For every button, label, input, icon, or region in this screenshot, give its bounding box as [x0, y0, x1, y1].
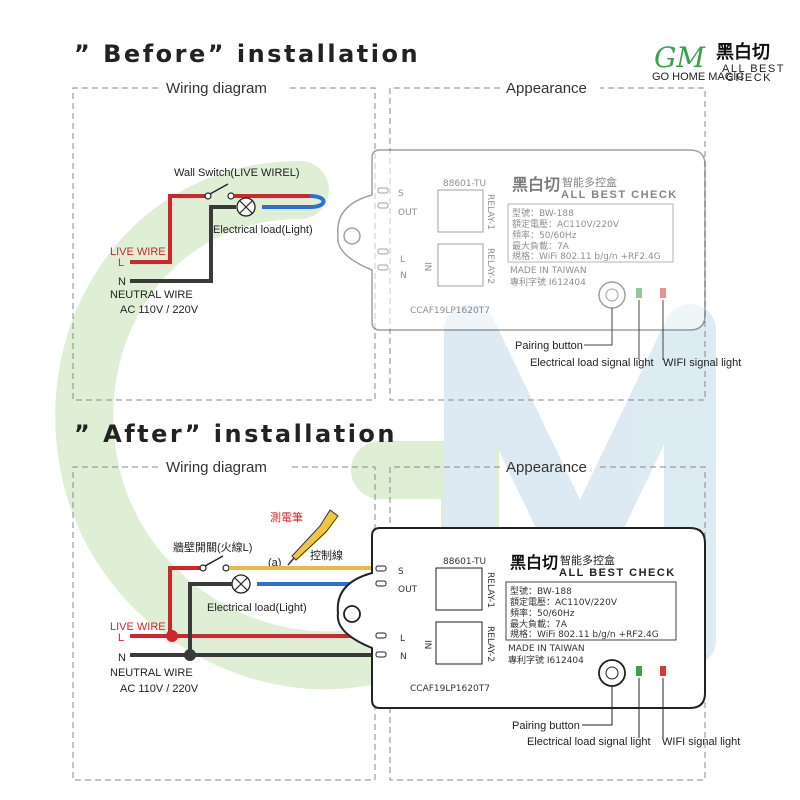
after-patent: 專利字號 I612404 — [508, 654, 584, 666]
before-live-wire-label: LIVE WIRE — [110, 246, 166, 258]
after-neutral-to-lamp — [188, 582, 232, 655]
before-device-out: OUT — [398, 208, 418, 218]
before-appearance-panel: Appearance — [389, 80, 706, 401]
after-voltage-label: AC 110V / 220V — [120, 683, 199, 695]
before-spec-voltage: 額定電壓：AC110V/220V — [512, 218, 620, 230]
voltage-tester-icon — [287, 509, 339, 566]
after-spec-wifi: 規格：WiFi 802.11 b/g/n +RF2.4G — [510, 628, 659, 640]
after-live-wire — [130, 566, 200, 638]
after-pairing-label: Pairing button — [512, 720, 580, 732]
before-live-letter: L — [118, 257, 124, 269]
before-spec-wifi: 規格：WiFi 802.11 b/g/n +RF2.4G — [512, 250, 661, 262]
before-spec-freq: 頻率：50/60Hz — [512, 229, 577, 241]
before-lamp-icon — [236, 197, 256, 217]
after-load-light-label: Electrical load signal light — [527, 736, 651, 748]
after-neutral-letter: N — [118, 652, 126, 664]
before-wiring-panel: Wiring diagram Wall Switch(LIVE WIREL) E… — [72, 80, 376, 401]
after-spec-freq: 頻率：50/60Hz — [510, 607, 575, 619]
after-device: S OUT L N 88601-TU RELAY-1 RELAY-2 IN 黑白… — [336, 527, 706, 709]
logo-mark: GM — [654, 41, 706, 74]
after-wiring-panel: Wiring diagram 測電筆 牆壁開關(火線L) (a) 控制線 — [72, 459, 376, 781]
after-relay1: RELAY-1 — [485, 572, 495, 608]
after-appearance-panel: Appearance — [389, 459, 706, 781]
after-board-code: 88601-TU — [443, 557, 486, 567]
logo-tagline: GO HOME MAGIC — [652, 71, 744, 83]
after-made-in: MADE IN TAIWAN — [508, 644, 585, 654]
after-wifi-light-label: WIFI signal light — [662, 736, 740, 748]
tester-label: 測電筆 — [270, 510, 303, 524]
logo-en-name-1: ALL BEST — [722, 63, 785, 75]
live-junction — [166, 630, 178, 642]
after-spec-model: 型號：BW-188 — [510, 585, 572, 597]
before-voltage-label: AC 110V / 220V — [120, 304, 199, 316]
after-appearance-label: Appearance — [506, 459, 587, 476]
after-device-in: IN — [422, 640, 432, 649]
logo-en-name-2: CHECK — [726, 72, 772, 84]
after-neutral-label: NEUTRAL WIRE — [110, 667, 193, 679]
after-device-l: L — [400, 634, 405, 644]
after-relay2: RELAY-2 — [485, 626, 495, 662]
before-pairing-label: Pairing button — [515, 340, 583, 352]
before-spec-load: 最大負載：7A — [512, 240, 570, 252]
before-appearance-label: Appearance — [506, 80, 587, 97]
after-cert: CCAF19LP1620T7 — [410, 684, 490, 694]
logo-cn-name: 黑白切 — [716, 41, 770, 63]
before-brand-en: ALL BEST CHECK — [561, 189, 678, 201]
before-callouts: Pairing button Electrical load signal li… — [515, 300, 741, 369]
after-brand-en: ALL BEST CHECK — [559, 567, 676, 579]
before-wiring-label: Wiring diagram — [166, 80, 267, 97]
neutral-junction — [184, 649, 196, 661]
control-wire-label: 控制線 — [310, 548, 343, 562]
before-switch-label: Wall Switch(LIVE WIREL) — [174, 167, 300, 179]
before-load-label: Electrical load(Light) — [213, 224, 313, 236]
after-device-out: OUT — [398, 585, 418, 595]
before-device-n: N — [400, 271, 407, 281]
after-brand-sub: 智能多控盒 — [560, 553, 615, 567]
after-callouts: Pairing button Electrical load signal li… — [512, 678, 740, 748]
before-neutral-wire — [130, 205, 236, 283]
before-device-in: IN — [422, 262, 432, 271]
before-load-loop — [262, 194, 326, 209]
before-neutral-letter: N — [118, 276, 126, 288]
before-neutral-label: NEUTRAL WIRE — [110, 289, 193, 301]
before-relay1: RELAY-1 — [485, 194, 495, 230]
before-wifi-light-label: WIFI signal light — [663, 357, 741, 369]
after-live-letter: L — [118, 632, 124, 644]
after-spec-voltage: 額定電壓：AC110V/220V — [510, 596, 618, 608]
after-device-s: S — [398, 567, 404, 577]
before-made-in: MADE IN TAIWAN — [510, 266, 587, 276]
after-load-label: Electrical load(Light) — [207, 602, 307, 614]
after-live-wire-label: LIVE WIRE — [110, 621, 166, 633]
after-title: ” After” installation — [74, 420, 397, 448]
before-patent: 專利字號 I612404 — [510, 276, 586, 288]
before-spec-model: 型號：BW-188 — [512, 207, 574, 219]
before-brand-cn: 黑白切 — [512, 175, 560, 194]
before-device: S OUT L N 88601-TU RELAY-1 RELAY-2 IN 黑白… — [337, 149, 706, 331]
before-cert: CCAF19LP1620T7 — [410, 306, 490, 316]
before-device-s: S — [398, 189, 404, 199]
after-spec-load: 最大負載：7A — [510, 618, 568, 630]
after-wall-switch — [199, 555, 230, 572]
before-live-wire — [130, 194, 205, 264]
before-relay2: RELAY-2 — [485, 248, 495, 284]
after-brand-cn: 黑白切 — [510, 553, 558, 572]
before-device-l: L — [400, 255, 405, 265]
before-board-code: 88601-TU — [443, 179, 486, 189]
brand-logo: GM GO HOME MAGIC 黑白切 ALL BEST CHECK — [652, 41, 785, 84]
after-device-n: N — [400, 652, 407, 662]
switch-label-cn: 牆壁開關(火線L) — [173, 540, 252, 554]
before-load-light-label: Electrical load signal light — [530, 357, 654, 369]
before-title: ” Before” installation — [74, 40, 420, 68]
after-lamp-icon — [231, 574, 251, 594]
after-wiring-label: Wiring diagram — [166, 459, 267, 476]
before-brand-sub: 智能多控盒 — [562, 175, 617, 189]
